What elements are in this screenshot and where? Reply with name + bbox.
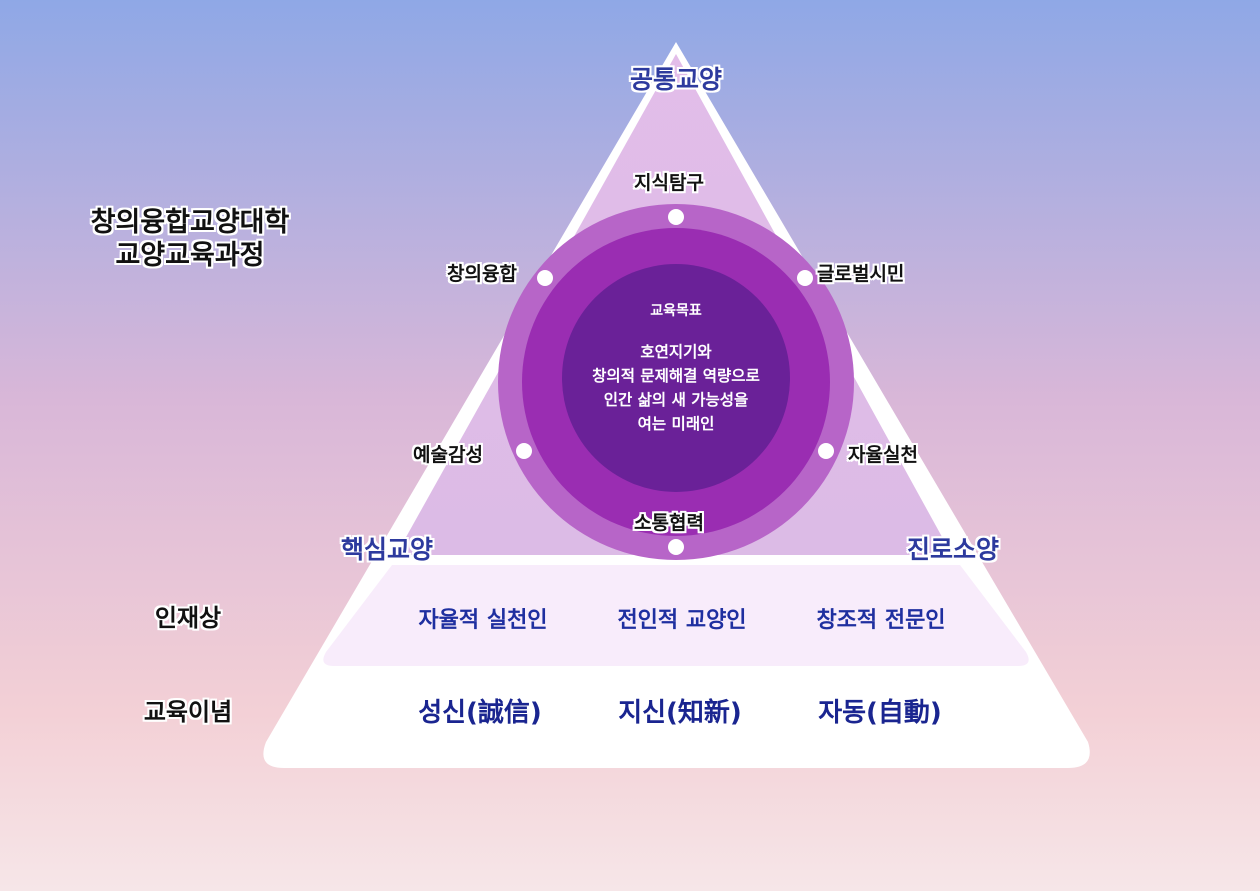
- ideal-sincerity: 성신(誠信): [418, 692, 542, 729]
- corner-career-competency: 진로소양: [906, 535, 1000, 564]
- goal-dot-upper-left: [537, 270, 553, 286]
- ideal-new-knowledge: 지신(知新): [618, 692, 742, 729]
- goal-statement-line-3: 인간 삶의 새 가능성을: [603, 391, 749, 409]
- goal-statement-line-4: 여는 미래인: [637, 415, 715, 433]
- goal-communication-cooperation: 소통협력: [634, 512, 704, 534]
- program-title-line-2: 교양교육과정: [115, 240, 265, 271]
- goal-global-citizen: 글로벌시민: [817, 263, 905, 285]
- corner-common-liberal-arts: 공통교양: [629, 65, 723, 94]
- ideal-sincerity-label: 성신: [418, 698, 467, 728]
- program-title-line-1: 창의융합교양대학: [90, 207, 290, 238]
- goal-dot-lower-left: [516, 443, 532, 459]
- talent-autonomous-practitioner: 자율적 실천인: [418, 608, 548, 633]
- ideal-self-motivation-hanja: (自動): [866, 698, 942, 728]
- talent-label: 인재상: [154, 604, 222, 632]
- program-title: 창의융합교양대학 교양교육과정: [60, 206, 320, 272]
- ideal-sincerity-hanja: (誠信): [466, 698, 542, 728]
- goal-dot-bottom: [668, 539, 684, 555]
- goal-artistic-sensibility: 예술감성: [413, 444, 483, 466]
- goal-statement-line-1: 호연지기와: [640, 343, 712, 361]
- goal-creative-convergence: 창의융합: [447, 263, 517, 285]
- corner-core-liberal-arts: 핵심교양: [340, 535, 434, 564]
- ideal-new-knowledge-hanja: (知新): [666, 698, 742, 728]
- ideal-new-knowledge-label: 지신: [618, 698, 667, 728]
- goal-dot-top: [668, 209, 684, 225]
- talent-well-rounded-person: 전인적 교양인: [617, 608, 747, 633]
- inner-circle: [562, 264, 790, 492]
- philosophy-label: 교육이념: [143, 698, 233, 726]
- goal-knowledge-inquiry: 지식탐구: [634, 172, 704, 194]
- education-goal-heading: 교육목표: [650, 303, 702, 319]
- goal-dot-lower-right: [818, 443, 834, 459]
- goal-statement-line-2: 창의적 문제해결 역량으로: [592, 367, 760, 385]
- ideal-self-motivation: 자동(自動): [818, 692, 942, 729]
- education-goal-statement: 호연지기와 창의적 문제해결 역량으로 인간 삶의 새 가능성을 여는 미래인: [546, 340, 806, 436]
- talent-creative-professional: 창조적 전문인: [816, 608, 946, 633]
- talent-band: [323, 565, 1029, 666]
- goal-dot-upper-right: [797, 270, 813, 286]
- ideal-self-motivation-label: 자동: [818, 698, 867, 728]
- goal-autonomous-practice: 자율실천: [848, 444, 918, 466]
